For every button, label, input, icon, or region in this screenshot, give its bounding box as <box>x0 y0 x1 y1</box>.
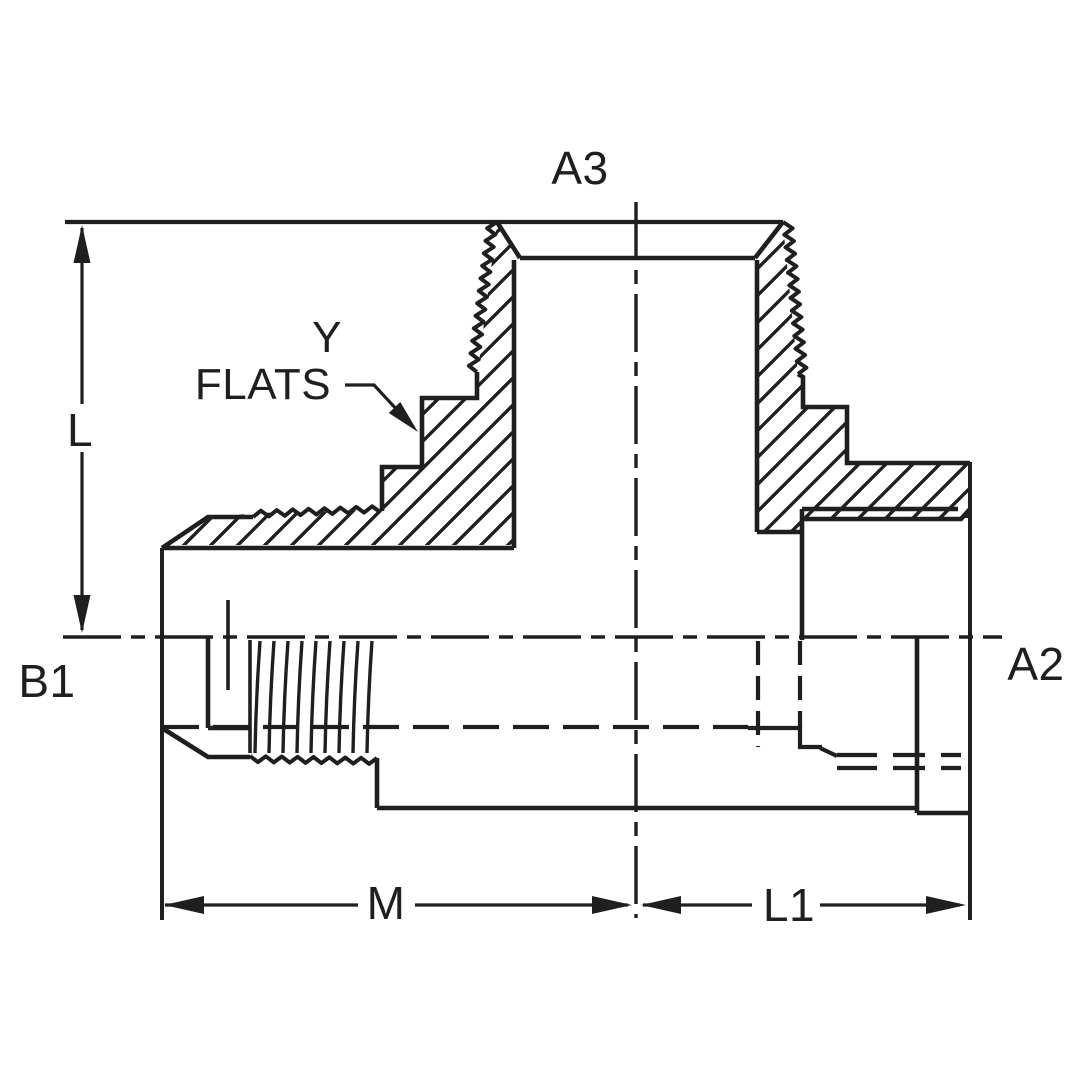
label-dim-l1: L1 <box>762 879 816 931</box>
label-dim-l: L <box>66 404 94 456</box>
label-left-port-b1: B1 <box>18 655 76 707</box>
label-dim-m: M <box>366 877 406 929</box>
label-callout-flats: FLATS <box>194 360 332 409</box>
label-right-port-a2: A2 <box>1007 638 1065 690</box>
label-top-port-a3: A3 <box>551 142 609 194</box>
label-callout-y: Y <box>312 313 342 362</box>
